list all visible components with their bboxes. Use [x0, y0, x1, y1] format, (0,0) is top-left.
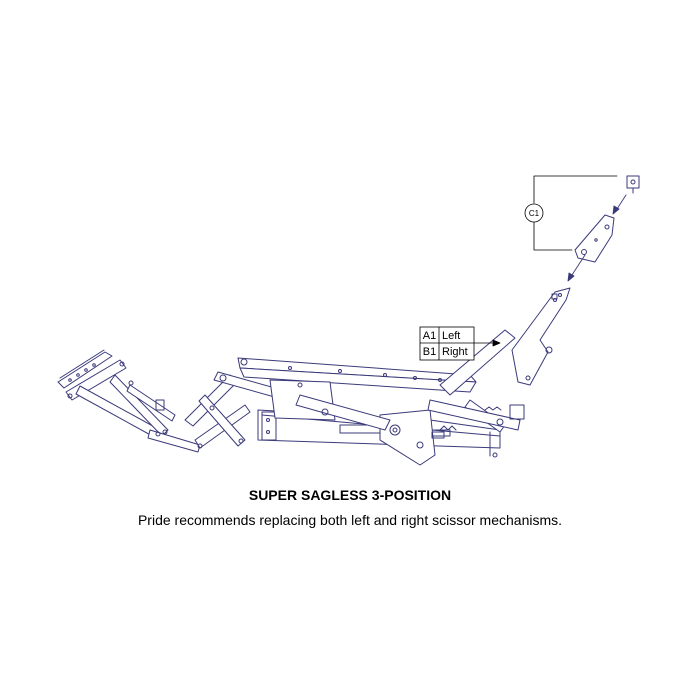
callout-label-left: Left	[442, 330, 460, 342]
caption-description: Pride recommends replacing both left and…	[137, 512, 563, 528]
part-callout-table: A1 Left B1 Right	[419, 326, 475, 361]
back-linkage	[427, 329, 525, 458]
back-bracket	[511, 287, 571, 386]
seat-rail	[237, 357, 477, 393]
callout-code-a1: A1	[423, 330, 436, 342]
c1-callout: C1	[524, 203, 544, 223]
callout-code-b1: B1	[423, 346, 436, 358]
mechanism-plate	[269, 379, 457, 466]
c1-label: C1	[529, 209, 540, 218]
bracket-c1-part	[574, 214, 615, 263]
assembly-arrows	[567, 194, 627, 282]
caption-title: SUPER SAGLESS 3-POSITION	[248, 487, 452, 503]
pin-c1-part	[626, 175, 640, 194]
footrest-bracket	[57, 349, 113, 389]
callout-leader	[473, 339, 501, 347]
c1-bracket-lines	[533, 175, 618, 251]
callout-label-right: Right	[442, 346, 468, 358]
